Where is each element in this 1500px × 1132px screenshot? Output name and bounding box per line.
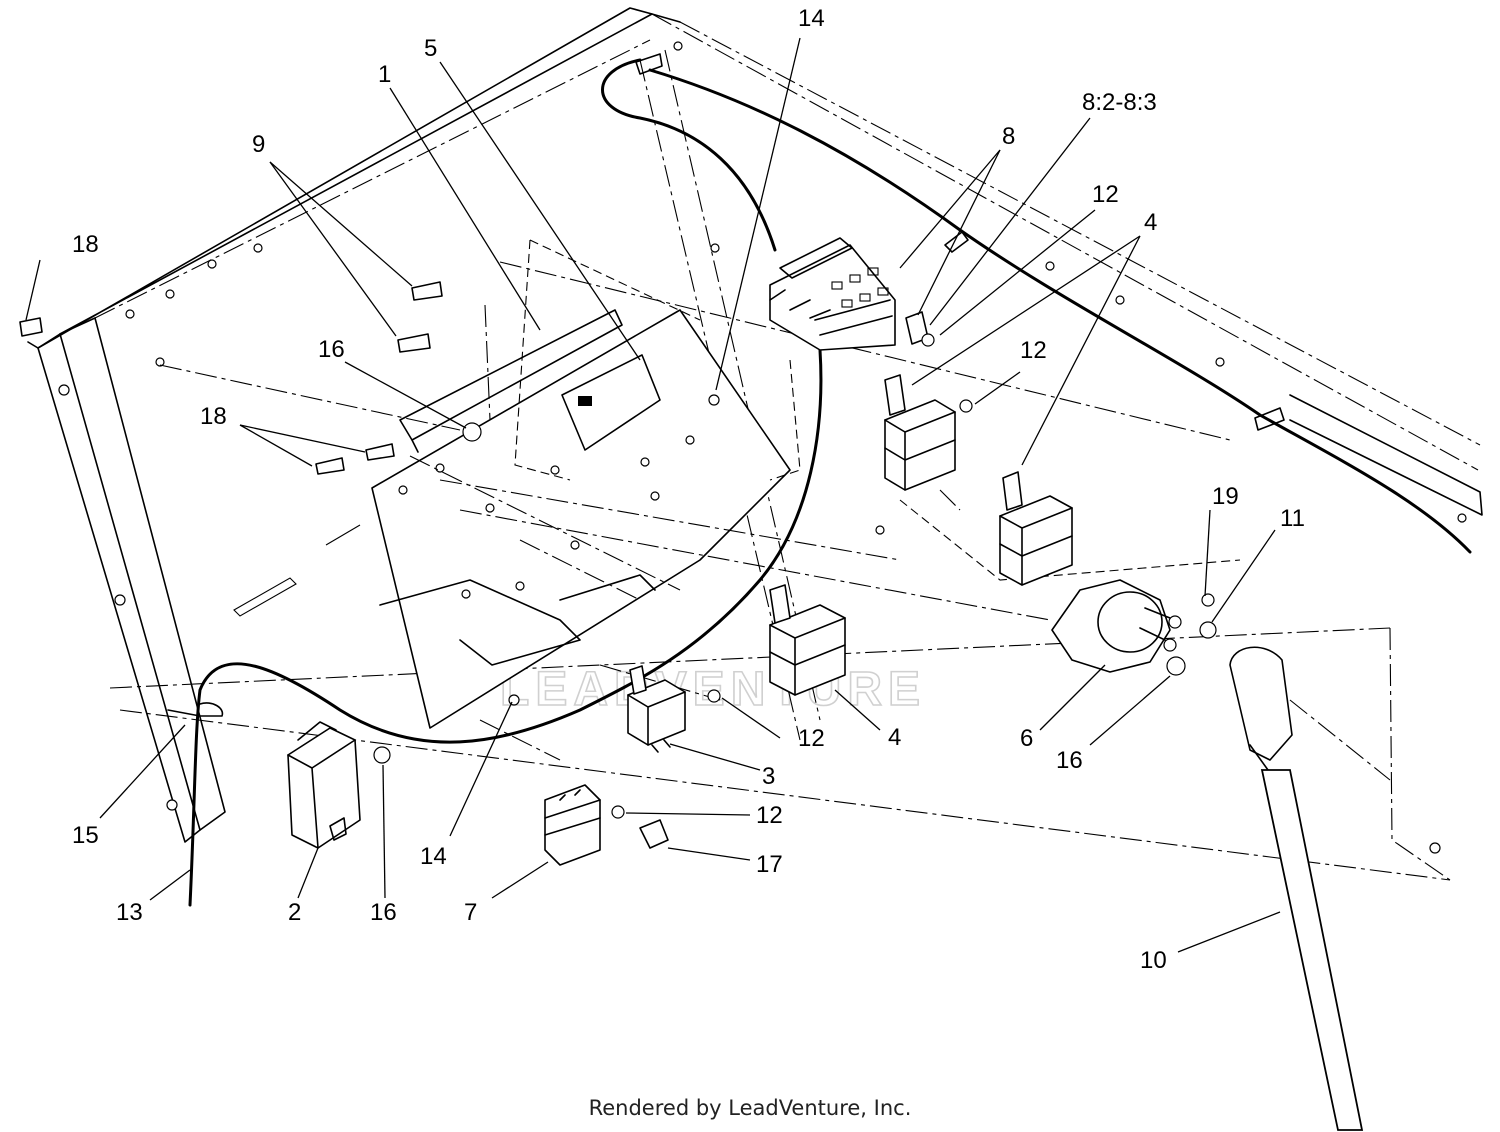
callout-5: 5	[424, 35, 437, 62]
callouts: 1 2 3 4 4 5 6 7 8 8:2-8:3 9 10 11 12 12 …	[72, 5, 1305, 974]
callout-7: 7	[464, 899, 477, 926]
callout-16-a: 16	[318, 336, 345, 363]
control-module	[287, 721, 391, 849]
callout-11: 11	[1280, 505, 1305, 532]
callout-19: 19	[1212, 483, 1239, 510]
callout-17: 17	[756, 851, 783, 878]
assembly-lines	[159, 261, 1231, 761]
callout-12-c: 12	[798, 725, 825, 752]
starter-solenoid	[1051, 579, 1217, 676]
callout-10: 10	[1140, 947, 1167, 974]
fuse-block	[769, 237, 935, 351]
callout-12-a: 12	[1092, 181, 1119, 208]
callout-14-bottom: 14	[420, 843, 447, 870]
watermark-text: LEADVENTURE	[500, 663, 926, 716]
callout-15: 15	[72, 822, 99, 849]
callout-2: 2	[288, 899, 301, 926]
callout-12-b: 12	[1020, 337, 1047, 364]
watermark: LEADVENTURE	[499, 662, 926, 717]
battery-cable	[1229, 646, 1391, 1131]
callout-8: 8	[1002, 123, 1015, 150]
callout-3: 3	[762, 763, 775, 790]
leader-lines	[25, 37, 1281, 953]
callout-1: 1	[378, 61, 391, 88]
relay-middle	[999, 471, 1073, 586]
callout-6: 6	[1020, 725, 1033, 752]
callout-13: 13	[116, 899, 143, 926]
callout-14-top: 14	[798, 5, 825, 32]
small-relay	[627, 665, 721, 753]
callout-8-2-8-3: 8:2-8:3	[1082, 89, 1157, 116]
credit-text: Rendered by LeadVenture, Inc.	[588, 1096, 912, 1120]
callout-16-c: 16	[1056, 747, 1083, 774]
relay-lower	[769, 584, 846, 696]
callout-18-b: 18	[200, 403, 227, 430]
callout-9: 9	[252, 131, 265, 158]
mounting-plate	[155, 239, 885, 729]
callout-12-d: 12	[756, 802, 783, 829]
wire-harness	[167, 53, 1472, 907]
callout-4-top: 4	[1144, 209, 1157, 236]
relay-upper	[884, 374, 973, 491]
callout-18-a: 18	[72, 231, 99, 258]
callout-4-bottom: 4	[888, 724, 901, 751]
callout-16-b: 16	[370, 899, 397, 926]
frame	[27, 7, 1483, 881]
connector	[544, 784, 669, 866]
